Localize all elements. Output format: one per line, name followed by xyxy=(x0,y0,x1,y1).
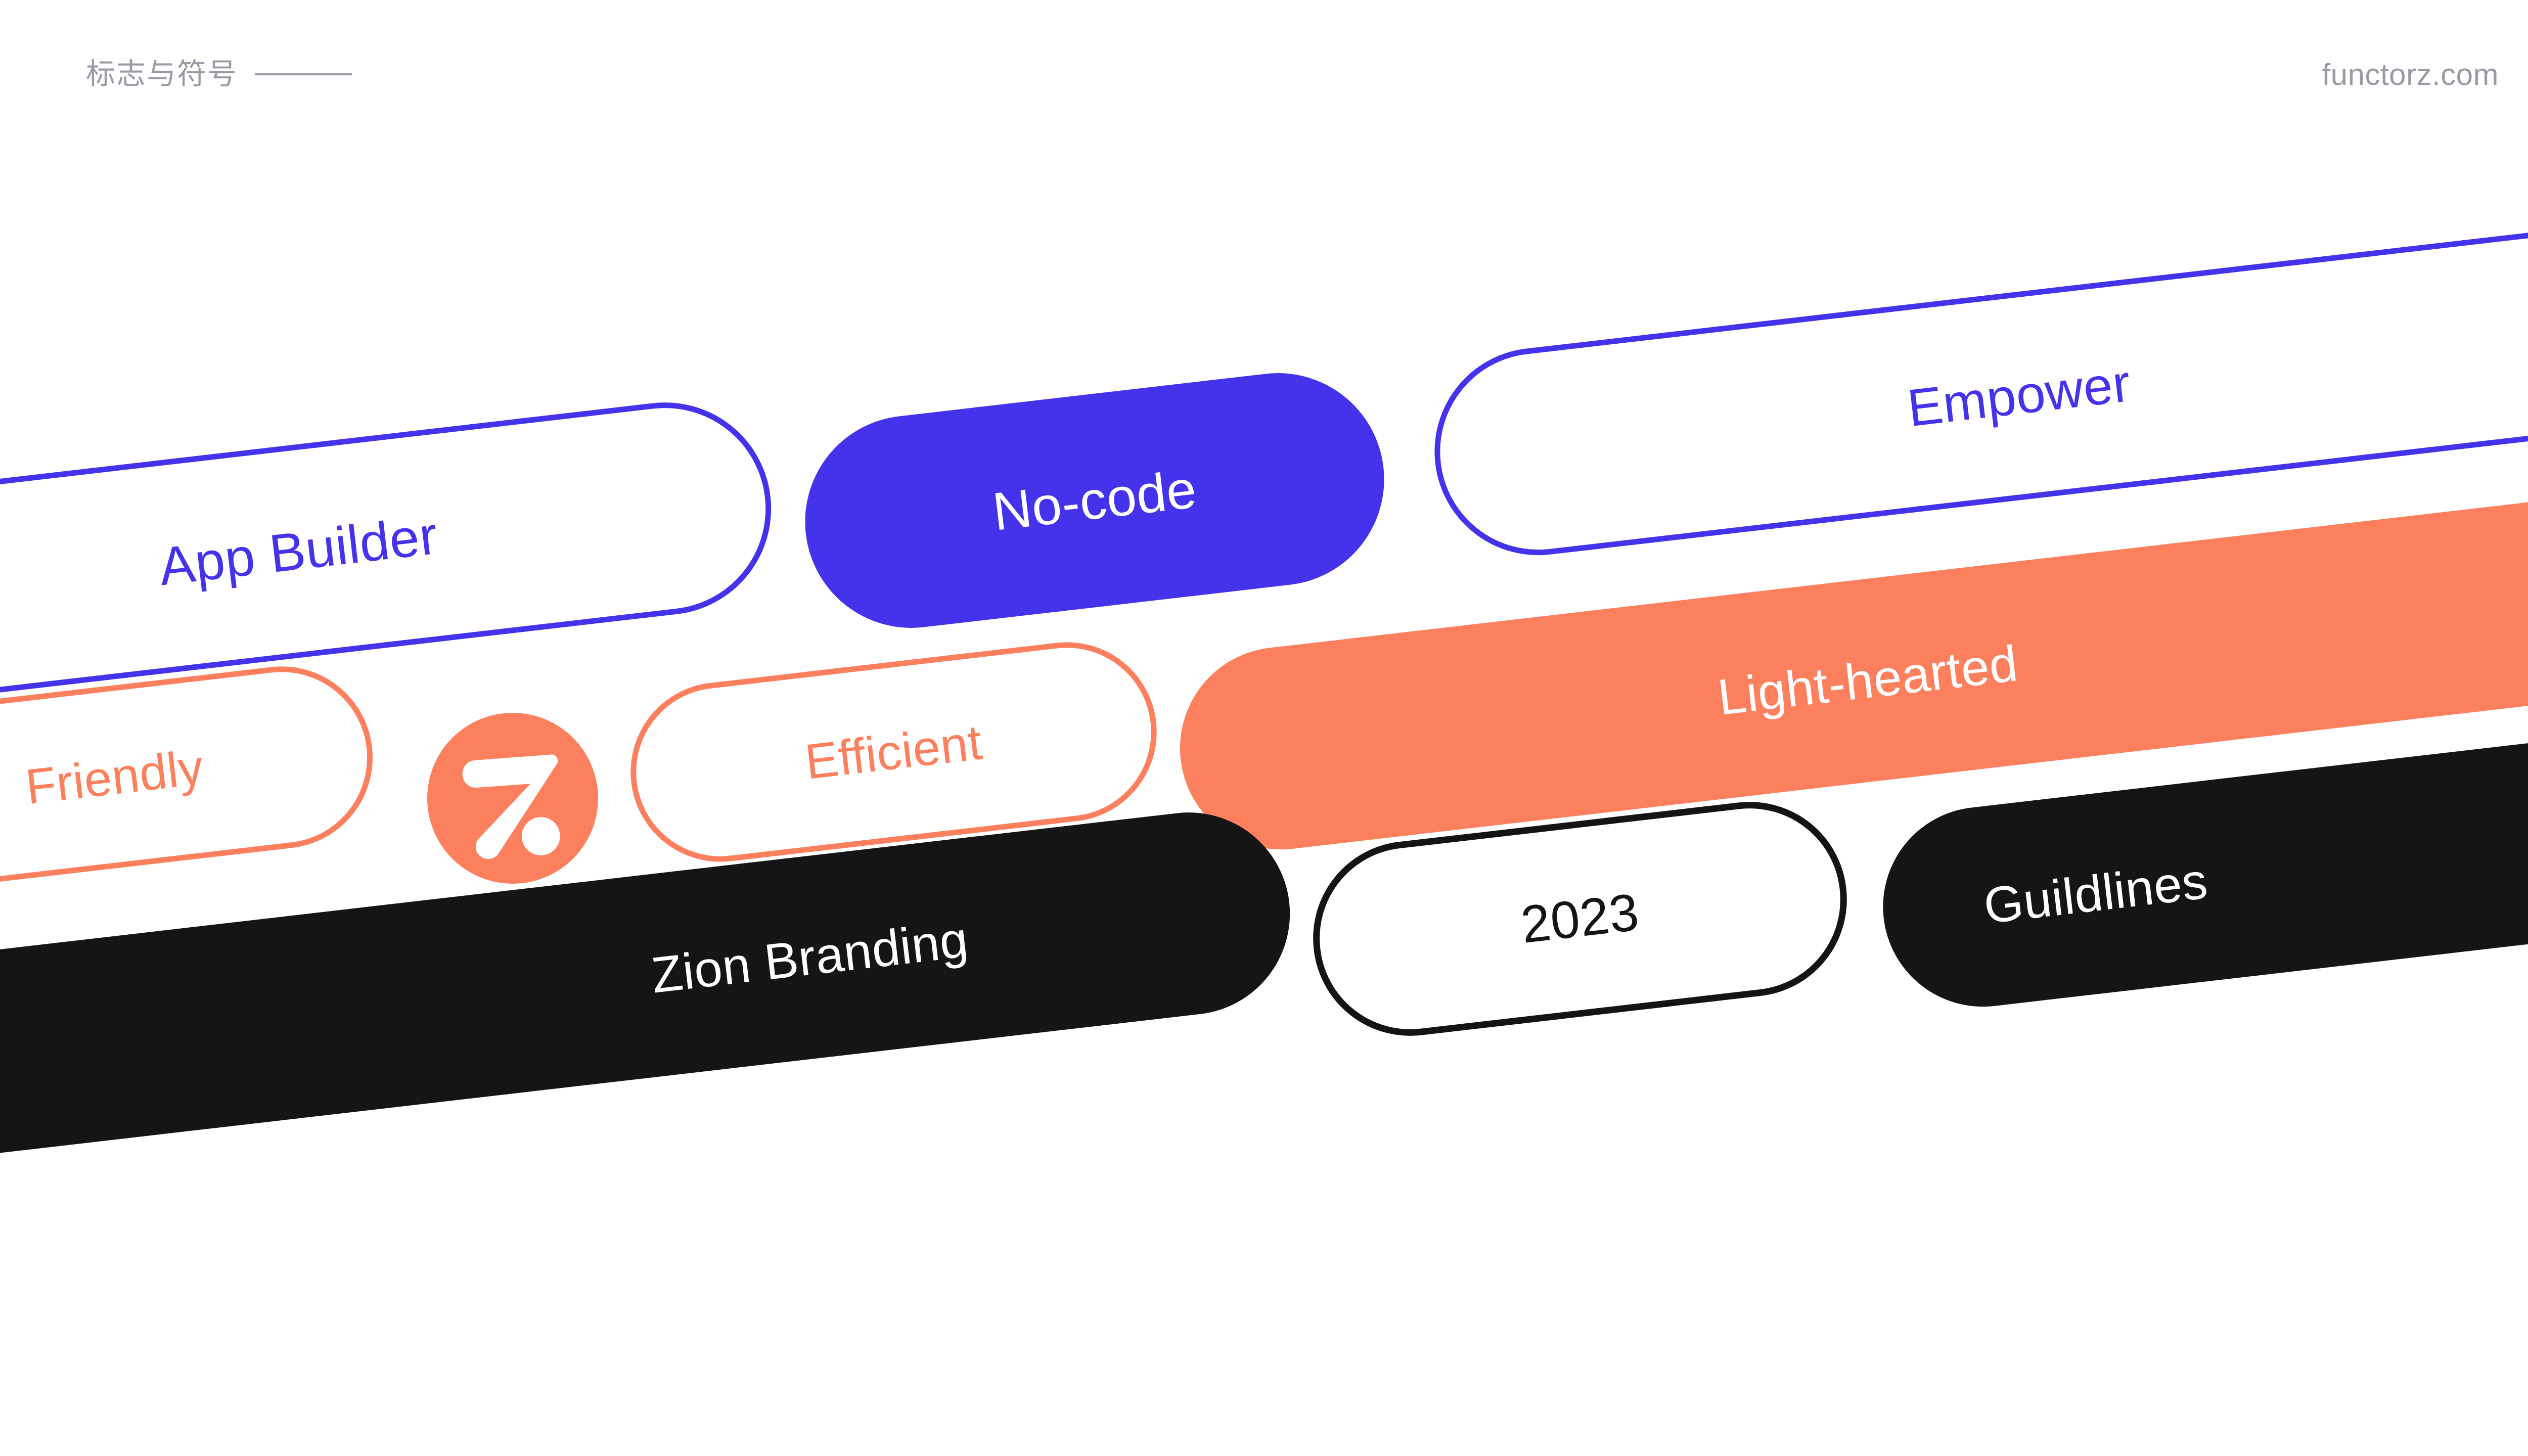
tag-label: Zion Branding xyxy=(648,911,971,1004)
tag-empower[interactable]: Empower xyxy=(1423,207,2528,567)
tag-label: Empower xyxy=(1904,353,2134,438)
tag-label: Efficient xyxy=(802,714,985,790)
tag-label: Guildlines xyxy=(1980,852,2210,935)
tag-label: Friendly xyxy=(23,739,206,814)
section-label: 标志与符号 xyxy=(86,58,238,90)
section-label-group: 标志与符号 xyxy=(86,60,352,89)
zion-seven-dot-logo-icon xyxy=(427,713,598,884)
tag-label: Light-hearted xyxy=(1714,634,2021,726)
tag-app-builder[interactable]: App Builder xyxy=(0,391,783,711)
horizontal-rule-icon xyxy=(255,73,352,75)
site-url: functorz.com xyxy=(2322,58,2499,92)
tag-label: 2023 xyxy=(1518,882,1642,955)
tag-label: No-code xyxy=(989,459,1200,542)
tag-friendly[interactable]: Friendly xyxy=(0,656,383,911)
tag-no-code[interactable]: No-code xyxy=(793,361,1396,640)
tag-label: App Builder xyxy=(156,505,441,597)
